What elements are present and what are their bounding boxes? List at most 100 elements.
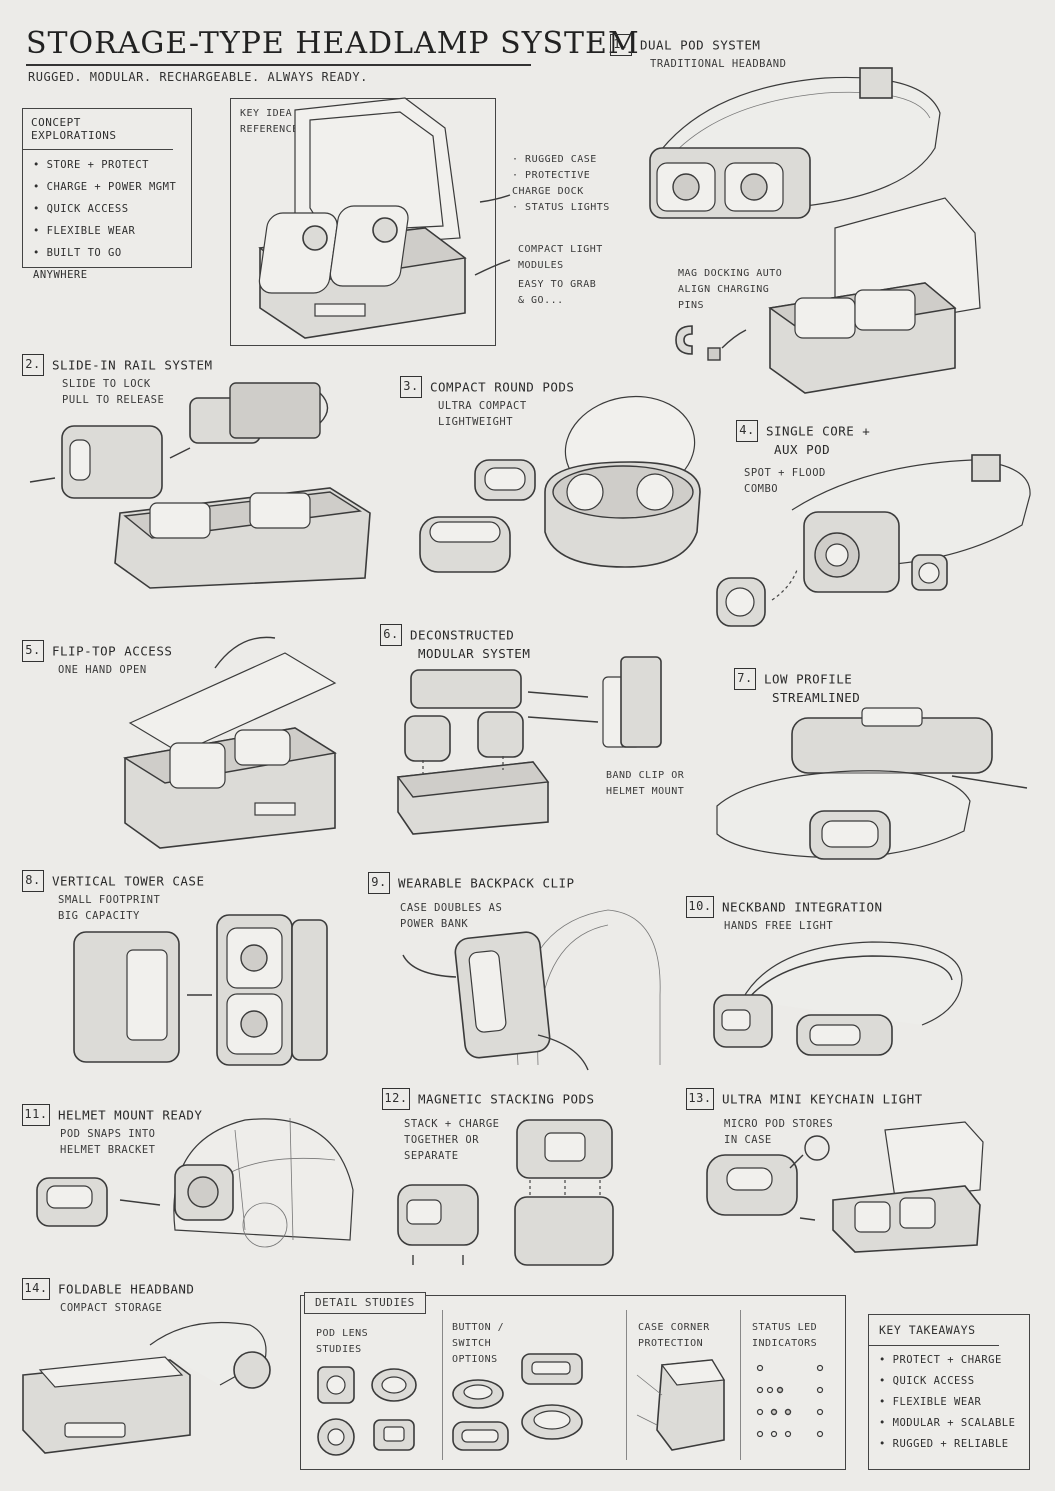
callout-text: · Protective Charge Dock xyxy=(512,170,591,197)
section-7-header: 7.Low Profile Streamlined xyxy=(734,668,860,705)
slide-rail-sketch xyxy=(29,382,371,589)
callout-arrows xyxy=(474,194,511,276)
takeaway-item: Modular + Scalable xyxy=(879,1413,1019,1434)
section-6-note: Band Clip or Helmet Mount xyxy=(606,770,685,797)
takeaways-box: Key Takeaways Protect + Charge Quick Acc… xyxy=(868,1314,1030,1470)
section-number: 10. xyxy=(686,896,714,918)
callout-text: · Rugged Case xyxy=(512,154,597,165)
section-subtitle: Big Capacity xyxy=(58,910,140,922)
section-subtitle: Pod Snaps into xyxy=(60,1128,156,1140)
section-number: 4. xyxy=(736,420,758,442)
stacking-pods-sketch xyxy=(397,1119,614,1266)
section-14-header: 14. Foldable Headband Compact Storage xyxy=(22,1278,194,1316)
section-11-header: 11. Helmet Mount Ready Pod Snaps into Hel… xyxy=(22,1104,202,1158)
detail-col-buttons: Button / Switch Options xyxy=(452,1322,505,1365)
section-subtitle: Micro Pod Stores xyxy=(724,1118,834,1130)
section-title: Slide-in Rail System xyxy=(52,357,213,373)
section-number: 6. xyxy=(380,624,402,646)
section-title: Compact Round Pods xyxy=(430,379,575,395)
detail-col-led: Status LED Indicators xyxy=(752,1322,818,1349)
callout-charge-dock: Protective Charge Dock xyxy=(512,170,591,197)
takeaways-list: Protect + Charge Quick Access Flexible W… xyxy=(869,1346,1029,1459)
concept-item: Charge + Power Mgmt xyxy=(33,176,181,198)
takeaways-heading: Key Takeaways xyxy=(869,1315,999,1346)
dual-pod-headband-sketch xyxy=(649,67,981,394)
led-indicators-sketch xyxy=(756,1364,824,1438)
section-title: Flip-top Access xyxy=(52,643,173,659)
key-idea-case-sketch xyxy=(258,97,467,339)
section-12-header: 12.Magnetic Stacking Pods Stack + Charge… xyxy=(382,1088,595,1164)
vertical-tower-sketch xyxy=(73,914,328,1066)
section-title-line2: Aux Pod xyxy=(774,442,831,457)
section-1-note: Mag Docking Auto Align Charging Pins xyxy=(678,268,783,311)
section-number: 14. xyxy=(22,1278,50,1300)
takeaway-item: Rugged + Reliable xyxy=(879,1434,1019,1455)
section-title: Helmet Mount Ready xyxy=(58,1107,203,1123)
section-subtitle: Small Footprint xyxy=(58,894,161,906)
callout-status-lights: Status Lights xyxy=(525,202,610,213)
section-subtitle: Hands Free Light xyxy=(724,920,834,932)
section-title: Foldable Headband xyxy=(58,1281,195,1297)
section-title: Single Core + xyxy=(766,423,871,439)
key-idea-callout-modules: Compact Light Modules xyxy=(518,244,603,271)
takeaway-item: Flexible Wear xyxy=(879,1392,1019,1413)
section-subtitle: Together or xyxy=(404,1134,480,1146)
section-3-header: 3.Compact Round Pods Ultra Compact Light… xyxy=(400,376,574,430)
lens-studies-sketch xyxy=(317,1366,417,1456)
foldable-headband-sketch xyxy=(22,1321,271,1454)
section-subtitle: Combo xyxy=(744,483,779,495)
section-subtitle: Helmet Bracket xyxy=(60,1144,156,1156)
section-2-header: 2.Slide-in Rail System Slide to Lock Pul… xyxy=(22,354,213,408)
section-subtitle: One Hand Open xyxy=(58,664,147,676)
page-subtitle: Rugged. Modular. Rechargeable. Always re… xyxy=(28,70,368,84)
detail-divider xyxy=(626,1310,627,1460)
section-title: Magnetic Stacking Pods xyxy=(418,1091,595,1107)
section-title-line2: Modular System xyxy=(418,646,531,661)
section-subtitle: Compact Storage xyxy=(60,1302,163,1314)
neckband-sketch xyxy=(713,941,963,1056)
section-10-header: 10.Neckband Integration Hands Free Light xyxy=(686,896,883,934)
key-idea-heading: Key Idea / Reference xyxy=(240,108,306,135)
section-subtitle: Spot + Flood xyxy=(744,467,826,479)
section-4-header: 4. Single Core + Aux Pod Spot + Flood Com… xyxy=(736,420,870,497)
section-9-header: 9.Wearable Backpack Clip Case Doubles as… xyxy=(368,872,575,932)
section-title: Deconstructed xyxy=(410,627,515,643)
takeaway-item: Quick Access xyxy=(879,1371,1019,1392)
callout-text: · Status Lights xyxy=(512,202,610,213)
deconstructed-sketch xyxy=(396,656,662,835)
section-subtitle: Pull to Release xyxy=(62,394,165,406)
section-subtitle: Separate xyxy=(404,1150,459,1162)
key-idea-callout-grab: Easy to Grab & Go... xyxy=(518,279,597,306)
section-number: 8. xyxy=(22,870,44,892)
section-number: 2. xyxy=(22,354,44,376)
section-title: Vertical Tower Case xyxy=(52,873,205,889)
section-title: Dual Pod System xyxy=(640,37,761,53)
concept-item: Built to Go Anywhere xyxy=(33,242,181,286)
detail-heading: Detail Studies xyxy=(304,1292,426,1314)
section-number: 11. xyxy=(22,1104,50,1126)
section-title: Ultra Mini Keychain Light xyxy=(722,1091,923,1107)
detail-col-corner: Case Corner Protection xyxy=(638,1322,710,1349)
concept-item: Quick Access xyxy=(33,198,181,220)
round-pods-sketch xyxy=(419,395,701,573)
section-number: 1. xyxy=(610,34,632,56)
section-title: Low Profile xyxy=(764,671,853,687)
section-1-header: 1. Dual Pod System Traditional Headband xyxy=(610,34,786,72)
button-options-sketch xyxy=(452,1353,583,1451)
concept-box: Concept Explorations Store + Protect Cha… xyxy=(22,108,192,281)
callout-rugged-case: Rugged Case xyxy=(525,154,597,165)
helmet-mount-sketch xyxy=(36,1117,354,1248)
section-5-header: 5.Flip-top Access One Hand Open xyxy=(22,640,172,678)
section-number: 3. xyxy=(400,376,422,398)
key-idea-callout-list: · Rugged Case · Protective Charge Dock ·… xyxy=(512,152,622,216)
backpack-clip-sketch xyxy=(402,909,661,1071)
keychain-light-sketch xyxy=(706,1121,984,1253)
section-subtitle: Power Bank xyxy=(400,918,469,930)
section-13-header: 13.Ultra Mini Keychain Light Micro Pod S… xyxy=(686,1088,923,1148)
section-number: 12. xyxy=(382,1088,410,1110)
title-underline xyxy=(26,64,531,66)
section-subtitle: Traditional Headband xyxy=(650,58,787,70)
section-6-header: 6. Deconstructed Modular System xyxy=(380,624,530,661)
section-title-line2: Streamlined xyxy=(772,690,861,705)
concept-item: Flexible Wear xyxy=(33,220,181,242)
